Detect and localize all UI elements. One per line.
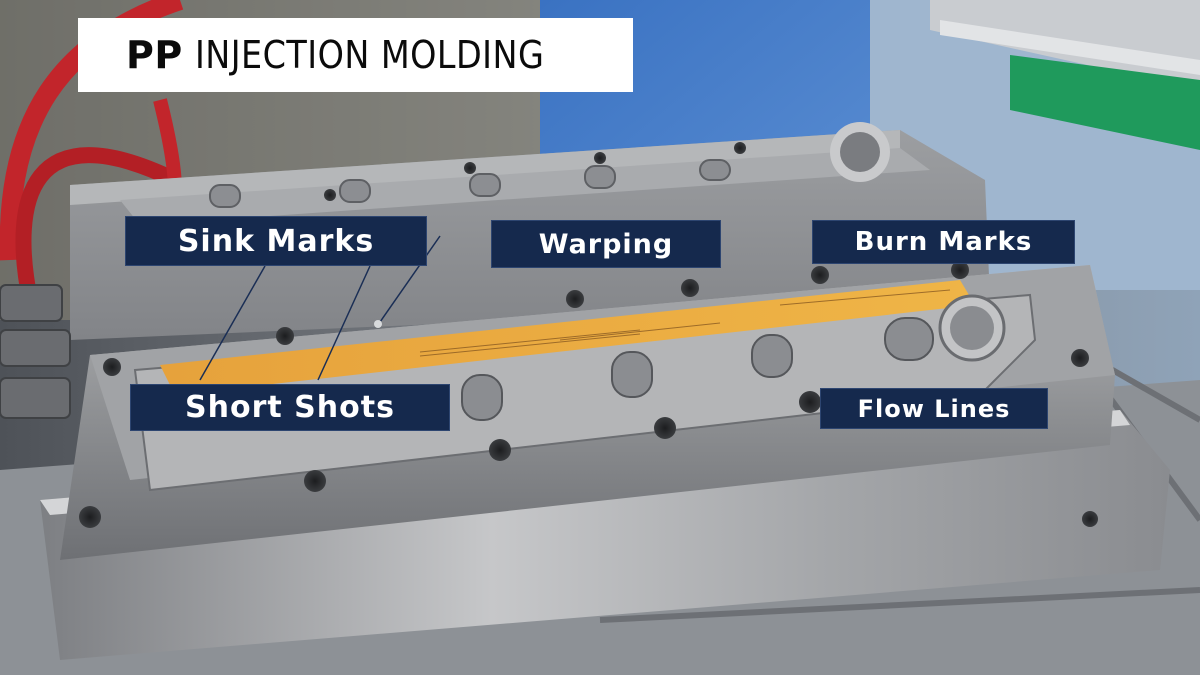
title-banner: PP INJECTION MOLDING: [78, 18, 633, 92]
title-text: INJECTION MOLDING: [194, 33, 545, 77]
label-burn-marks: Burn Marks: [812, 220, 1075, 264]
label-flow-lines: Flow Lines: [820, 388, 1048, 429]
title-accent: PP: [126, 33, 183, 77]
label-warping: Warping: [491, 220, 721, 268]
label-sink-marks: Sink Marks: [125, 216, 427, 266]
label-short-shots: Short Shots: [130, 384, 450, 431]
